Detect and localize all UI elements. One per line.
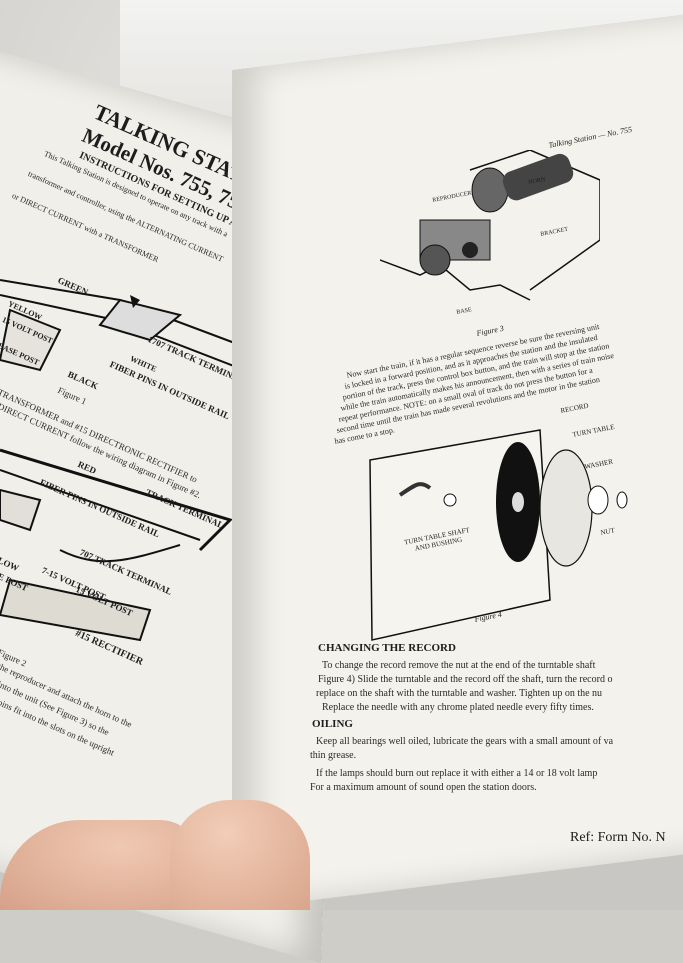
right-figure-4 (369, 429, 628, 641)
thumb (170, 800, 310, 910)
section1-text-2: Figure 4) Slide the turntable and the re… (318, 674, 613, 685)
section2-text-1: Keep all bearings well oiled, lubricate … (316, 736, 614, 747)
section2-text-2: thin grease. (310, 750, 357, 761)
fig4-assembly (369, 429, 628, 641)
left-figure-1 (0, 279, 281, 381)
section1-text-1: To change the record remove the nut at t… (322, 660, 596, 671)
fig3-machine (380, 150, 600, 301)
section-title-changing-record: CHANGING THE RECORD (318, 642, 456, 654)
hand (0, 820, 200, 910)
section1-text-3: replace on the shaft with the turntable … (316, 688, 603, 699)
fig1-track (0, 279, 281, 381)
section-title-oiling: OILING (312, 718, 353, 730)
section2-text-3: If the lamps should burn out replace it … (316, 768, 598, 779)
section1-text-4: Replace the needle with any chrome plate… (322, 702, 594, 713)
right-figure-3 (380, 150, 600, 301)
right-page-footer: Ref: Form No. N (570, 830, 666, 845)
left-figure-2 (0, 448, 233, 642)
section2-text-4: For a maximum amount of sound open the s… (310, 782, 537, 793)
fig2-track (0, 448, 233, 642)
